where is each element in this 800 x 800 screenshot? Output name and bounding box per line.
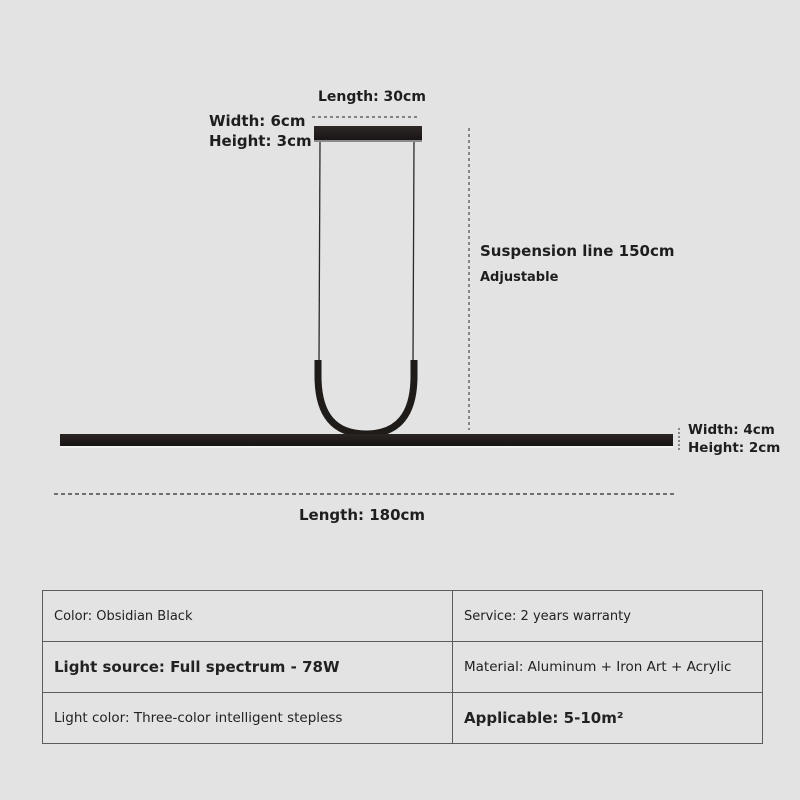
suspension-wire-left [318,141,321,363]
table-row: Light source: Full spectrum - 78W Materi… [42,641,763,693]
light-bar [60,434,673,446]
canopy-height-label: Height: 3cm [209,132,312,150]
table-row: Color: Obsidian Black Service: 2 years w… [42,590,763,642]
canopy-length-label: Length: 30cm [318,89,426,105]
u-bracket [314,360,418,438]
ceiling-canopy [314,126,422,140]
spec-light-source: Light source: Full spectrum - 78W [42,641,453,693]
spec-applicable: Applicable: 5-10m² [452,692,763,744]
table-row: Light color: Three-color intelligent ste… [42,692,763,744]
light-bar-glow [60,446,673,448]
canopy-shadow [314,140,422,142]
spec-service: Service: 2 years warranty [452,590,763,642]
suspension-wire-right [412,141,415,363]
bar-height-label: Height: 2cm [688,440,781,456]
spec-color: Color: Obsidian Black [42,590,453,642]
bar-length-label: Length: 180cm [299,506,426,524]
canopy-width-label: Width: 6cm [209,112,306,130]
suspension-adjustable-label: Adjustable [480,270,559,285]
bar-width-label: Width: 4cm [688,422,775,438]
spec-material: Material: Aluminum + Iron Art + Acrylic [452,641,763,693]
spec-table: Color: Obsidian Black Service: 2 years w… [42,590,763,744]
suspension-line-label: Suspension line 150cm [480,242,675,260]
spec-light-color: Light color: Three-color intelligent ste… [42,692,453,744]
